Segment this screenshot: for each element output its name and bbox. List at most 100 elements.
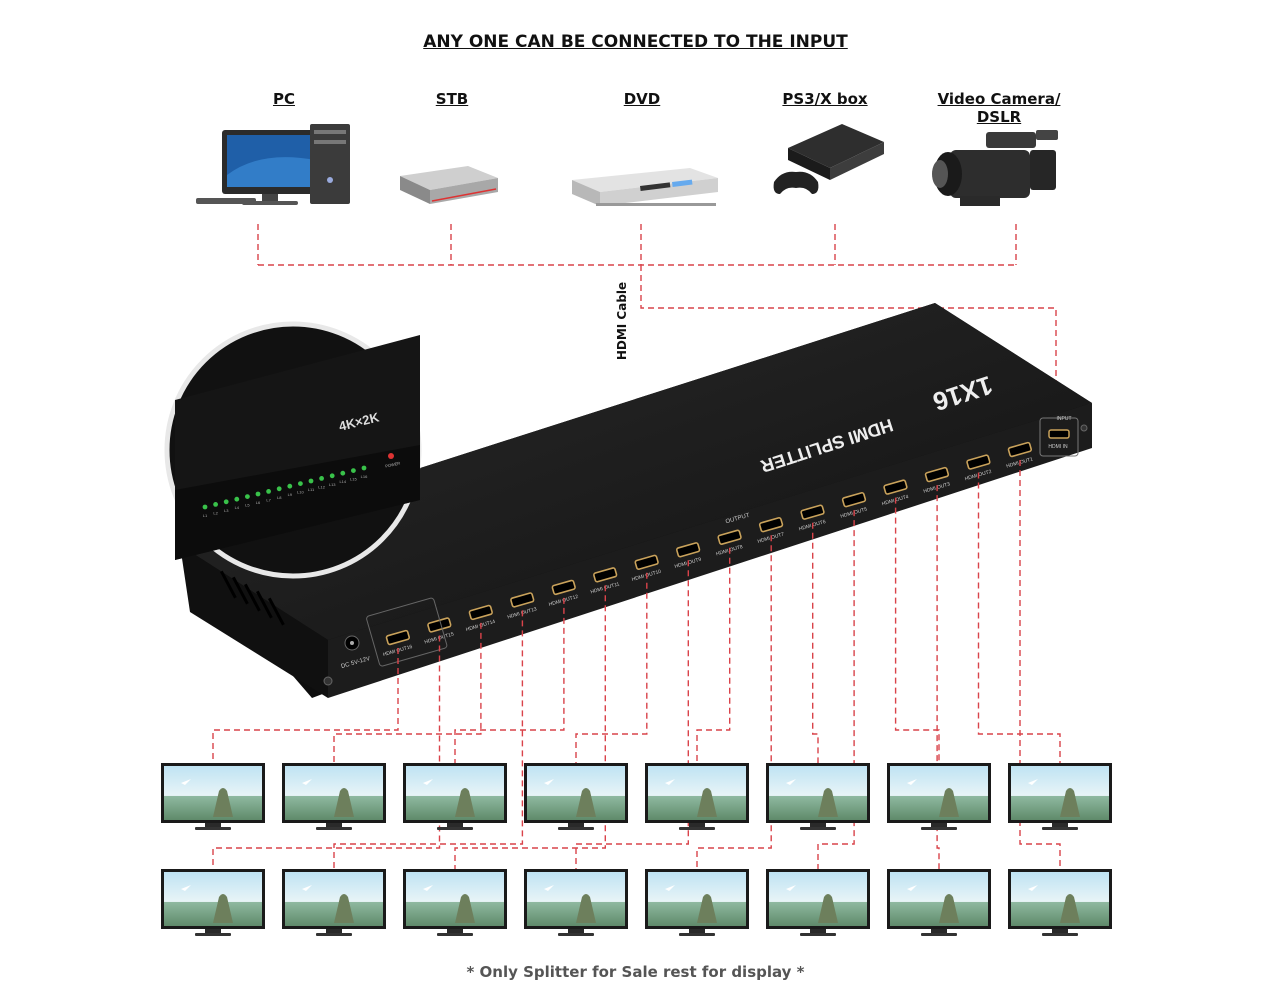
output-wire bbox=[696, 547, 731, 763]
led-zoom-inset: 4K×2K POWER L1L2L3L4L5L6L7L8L9L10L11L12L… bbox=[164, 321, 422, 579]
monitor-icon bbox=[524, 763, 628, 830]
dvd-player-icon bbox=[572, 168, 718, 206]
source-label-camera: Video Camera/ DSLR bbox=[924, 90, 1074, 126]
output-wire bbox=[817, 510, 855, 869]
led-label: L14 bbox=[339, 479, 346, 484]
led-label: L12 bbox=[318, 484, 325, 489]
led-label: L15 bbox=[350, 477, 357, 482]
status-led-icon bbox=[329, 473, 335, 479]
led-label: L16 bbox=[361, 474, 368, 479]
output-wire bbox=[333, 610, 524, 869]
pc-icon bbox=[196, 124, 350, 205]
screw-icon bbox=[323, 676, 333, 686]
hdmi-splitter: 1X16 HDMI SPLITTER OUTPUT INPUT HDMI IN … bbox=[180, 303, 1092, 698]
monitor-icon bbox=[766, 763, 870, 830]
hdmi-port-icon bbox=[758, 517, 784, 533]
output-wire bbox=[894, 497, 940, 763]
hdmi-port-icon bbox=[551, 579, 576, 596]
status-led-icon bbox=[308, 478, 314, 484]
hdmi-port-icon bbox=[924, 466, 950, 483]
set-top-box-icon bbox=[400, 166, 498, 204]
hdmi-port-icon bbox=[385, 629, 411, 646]
hdmi-port-icon bbox=[1007, 441, 1033, 458]
status-led-icon bbox=[245, 494, 250, 499]
hdmi-port-icon bbox=[717, 529, 742, 545]
led-label: L1 bbox=[203, 513, 208, 518]
output-wire bbox=[454, 585, 606, 869]
hdmi-port-icon bbox=[883, 479, 908, 495]
status-led-icon bbox=[202, 504, 208, 510]
monitor-icon bbox=[1008, 869, 1112, 936]
hdmi-port-icon bbox=[634, 554, 659, 571]
monitor-icon bbox=[524, 869, 628, 936]
monitor-icon bbox=[645, 763, 749, 830]
hdmi-port-icon bbox=[427, 617, 452, 633]
hdmi-port-icon bbox=[675, 542, 701, 558]
status-led-icon bbox=[213, 502, 219, 507]
status-led-icon bbox=[223, 499, 229, 505]
led-label: L10 bbox=[297, 490, 304, 495]
input-wires bbox=[257, 224, 1057, 418]
status-led-icon bbox=[266, 489, 271, 494]
monitor-icon bbox=[887, 763, 991, 830]
power-led-icon bbox=[388, 453, 394, 459]
output-wire bbox=[575, 560, 689, 869]
led-label: L4 bbox=[235, 505, 240, 510]
monitor-icon bbox=[282, 869, 386, 936]
hdmi-port-icon bbox=[510, 592, 535, 608]
status-led-icon bbox=[287, 483, 293, 489]
status-led-icon bbox=[351, 468, 356, 473]
port-bracket bbox=[366, 597, 448, 667]
output-wire bbox=[812, 522, 819, 763]
output-wire bbox=[936, 485, 940, 869]
hdmi-port-icon bbox=[593, 567, 618, 583]
monitor-icon bbox=[766, 869, 870, 936]
hdmi-port-icon bbox=[841, 491, 867, 508]
led-label: L7 bbox=[266, 497, 271, 502]
status-led-icon bbox=[298, 481, 303, 486]
led-label: L11 bbox=[308, 487, 315, 492]
monitor-icon bbox=[403, 869, 507, 936]
monitor-icon bbox=[645, 869, 749, 936]
output-wire bbox=[977, 472, 1061, 763]
hdmi-port-icon bbox=[966, 454, 991, 470]
input-port-label: HDMI IN bbox=[1048, 444, 1068, 450]
power-label: POWER bbox=[385, 460, 401, 468]
input-port: INPUT HDMI IN bbox=[1039, 416, 1079, 457]
source-label-dvd: DVD bbox=[623, 90, 661, 108]
source-label-console: PS3/X box bbox=[782, 90, 868, 108]
input-section-label: INPUT bbox=[1057, 416, 1072, 422]
led-label: L6 bbox=[256, 500, 261, 505]
status-led-icon bbox=[276, 486, 282, 492]
monitor-icon bbox=[887, 869, 991, 936]
status-led-icon bbox=[340, 470, 346, 476]
hdmi-port-icon bbox=[800, 504, 825, 520]
led-label: L8 bbox=[277, 495, 282, 500]
output-wire bbox=[575, 572, 648, 763]
monitor-icon bbox=[282, 763, 386, 830]
source-label-pc: PC bbox=[272, 90, 295, 108]
status-led-icon bbox=[319, 476, 324, 481]
hdmi-port-icon bbox=[468, 604, 493, 621]
game-console-icon bbox=[773, 124, 884, 194]
input-wire bbox=[640, 265, 1057, 418]
source-label-stb: STB bbox=[435, 90, 469, 108]
diagram-title: ANY ONE CAN BE CONNECTED TO THE INPUT bbox=[423, 32, 848, 52]
output-wires bbox=[212, 460, 1061, 869]
output-wire bbox=[1019, 460, 1061, 869]
led-label: L9 bbox=[288, 492, 293, 497]
monitor-icon bbox=[403, 763, 507, 830]
monitor-grid bbox=[161, 763, 1112, 936]
led-label: L2 bbox=[213, 510, 218, 515]
output-wire bbox=[333, 622, 482, 763]
status-led-icon bbox=[255, 491, 261, 497]
led-label: L5 bbox=[245, 503, 250, 508]
monitor-icon bbox=[1008, 763, 1112, 830]
monitor-icon bbox=[161, 763, 265, 830]
camera-label-line2: DSLR bbox=[976, 108, 1022, 126]
status-led-icon bbox=[361, 465, 367, 471]
vent-slots bbox=[219, 570, 285, 626]
camera-label-line1: Video Camera/ bbox=[937, 90, 1061, 108]
